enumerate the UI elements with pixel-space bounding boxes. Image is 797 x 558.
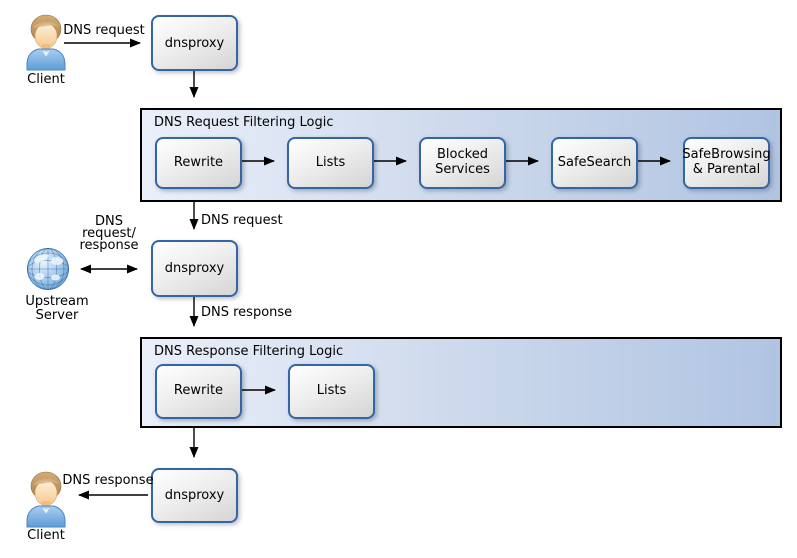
client-label: Client [27,528,65,543]
client-person-icon [24,13,68,71]
step-label: Lists [315,154,346,170]
step-lists: Lists [287,137,374,189]
step-blocked-services: Blocked Services [419,137,506,189]
edge-label-dns-request-mid: DNS request [201,213,283,228]
dnsproxy-label: dnsproxy [164,35,225,51]
container-title: DNS Request Filtering Logic [154,115,334,130]
dnsproxy-label: dnsproxy [164,488,225,503]
edge-label-dns-request-top: DNS request [63,23,145,38]
step-label: Lists [316,383,347,399]
dnsproxy-node-top: dnsproxy [151,15,238,71]
step-safesearch: SafeSearch [551,137,638,189]
step-rewrite-response: Rewrite [155,364,242,419]
request-filtering-container: DNS Request Filtering Logic Rewrite List… [140,108,782,202]
globe-icon [26,247,70,291]
dnsproxy-node-middle: dnsproxy [151,240,238,297]
step-label: SafeBrowsing & Parental [682,147,771,177]
step-label: Rewrite [173,154,224,170]
client-label: Client [27,72,65,87]
step-label: Blocked Services [435,147,490,177]
step-lists-response: Lists [288,364,375,419]
step-rewrite: Rewrite [155,137,242,189]
step-label: SafeSearch [557,154,632,170]
edge-label-upstream-exchange: DNS request/ response [79,214,139,253]
upstream-server-label: Upstream Server [25,294,89,323]
edge-label-dns-response-bottom: DNS response [62,473,154,488]
container-title: DNS Response Filtering Logic [154,344,344,359]
step-label: Rewrite [173,383,224,399]
step-safebrowsing-parental: SafeBrowsing & Parental [682,137,771,189]
edge-label-dns-response-mid: DNS response [201,305,293,320]
dnsproxy-label: dnsproxy [164,261,225,276]
response-filtering-container: DNS Response Filtering Logic Rewrite Lis… [140,337,782,428]
client-person-icon [24,470,68,528]
dnsproxy-node-bottom: dnsproxy [151,468,238,523]
